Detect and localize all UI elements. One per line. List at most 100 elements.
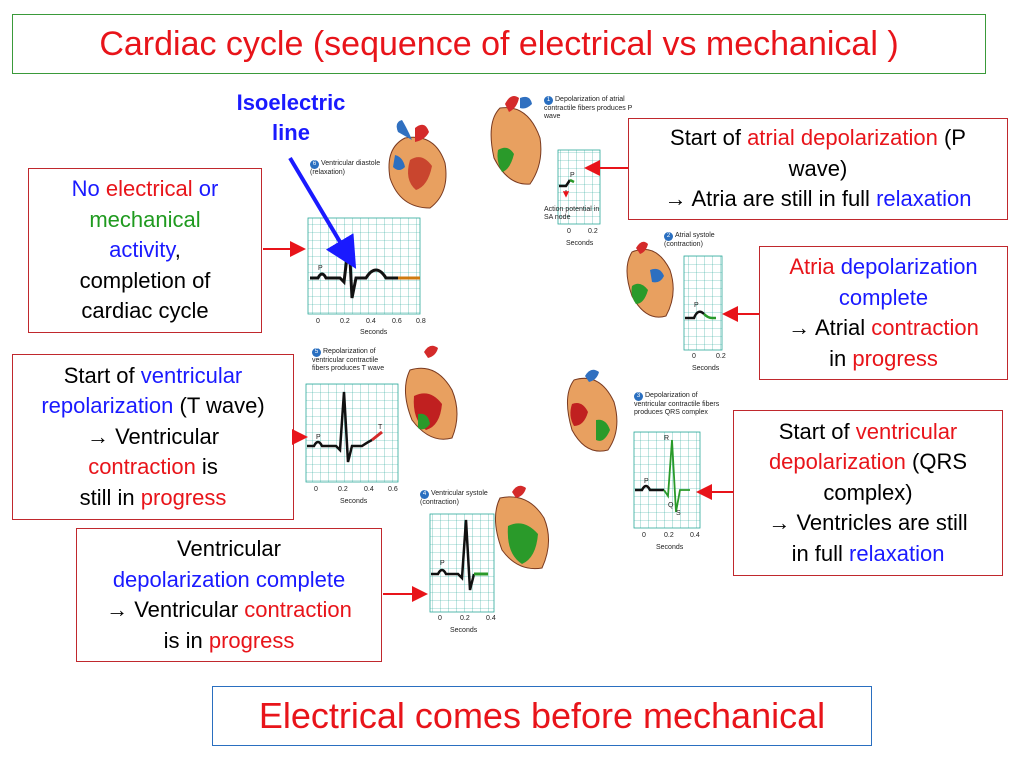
note-text-run: is — [195, 454, 218, 480]
heart-5-image — [405, 345, 458, 440]
note-text-run: activity — [109, 237, 175, 263]
note-line: complete — [760, 283, 1007, 314]
panel-6-tick-2: 0.4 — [366, 318, 376, 325]
panel-1-axis: Seconds — [566, 240, 594, 247]
panel-1-tick-0: 0 — [567, 228, 571, 235]
panel-4-p-label: P — [440, 560, 445, 567]
note-line: activity, — [29, 235, 261, 266]
note-ventricular-complete: Ventricular depolarization complete→ Vent… — [76, 528, 382, 662]
note-text-run: → Atrial — [788, 315, 872, 340]
note-text-run: mechanical — [89, 206, 201, 232]
note-line: Start of ventricular — [734, 417, 1002, 448]
panel-5-tick-1: 0.2 — [338, 486, 348, 493]
note-text-run: progress — [208, 627, 295, 653]
note-line: → Ventricular — [13, 422, 293, 453]
connector-arrows — [263, 156, 759, 602]
note-text-run: Start of — [670, 125, 748, 151]
note-line: complex) — [734, 478, 1002, 509]
panel-6-tick-4: 0.8 — [416, 318, 426, 325]
panel-1-sub-label: Action potential in SA node — [544, 206, 600, 221]
panel-6-ecg — [307, 217, 421, 315]
note-line: mechanical — [29, 205, 261, 236]
panel-5-t-label: T — [378, 424, 383, 431]
panel-3-axis: Seconds — [656, 544, 684, 551]
panel-1-p-label: P — [570, 172, 575, 179]
panel-4-axis: Seconds — [450, 627, 478, 634]
panel-6-tick-0: 0 — [316, 318, 320, 325]
heart-1-image — [490, 96, 542, 185]
heart-4-image — [495, 485, 549, 570]
panel-3-s-label: S — [676, 510, 681, 517]
note-text-run: cardiac cycle — [81, 298, 209, 324]
note-text-run: complex) — [823, 479, 913, 505]
note-text-run: repolarization — [41, 393, 174, 419]
note-line: Start of ventricular — [13, 361, 293, 392]
note-text-run: Atria — [789, 254, 841, 279]
note-text-run: depolarization — [768, 449, 906, 475]
note-text-run: completion of — [79, 267, 211, 293]
note-line: repolarization (T wave) — [13, 391, 293, 422]
note-text-run: in full — [791, 540, 850, 566]
note-line: still in progress — [13, 483, 293, 514]
note-text-run: relaxation — [876, 186, 972, 212]
panel-3-tick-2: 0.4 — [690, 532, 700, 539]
note-text-run: relaxation — [849, 540, 945, 566]
panel-3-p-label: P — [644, 478, 649, 485]
panel-3-tick-0: 0 — [642, 532, 646, 539]
panel-6-tick-3: 0.6 — [392, 318, 402, 325]
panel-2-p-label: P — [694, 302, 699, 309]
panel-6-axis: Seconds — [360, 329, 388, 336]
heart-2-image — [626, 241, 674, 318]
note-text-run: Ventricular — [177, 536, 281, 561]
note-line: → Ventricular contraction — [77, 595, 381, 626]
note-line: in progress — [760, 344, 1007, 375]
note-text-run: complete — [838, 284, 929, 310]
note-text-run: progress — [140, 484, 227, 510]
note-line: contraction is — [13, 452, 293, 483]
panel-5-ecg — [305, 383, 399, 483]
panel-6-p-label: P — [318, 265, 323, 272]
note-line: Start of atrial depolarization (P — [629, 123, 1007, 154]
heart-3-image — [567, 369, 618, 452]
note-text-run: Start of — [778, 418, 856, 444]
panel-6-tick-1: 0.2 — [340, 318, 350, 325]
panel-5-axis: Seconds — [340, 498, 368, 505]
page-title: Cardiac cycle (sequence of electrical vs… — [12, 14, 986, 74]
note-text-run: → Ventricular — [106, 597, 245, 622]
note-text-run: ventricular — [140, 362, 243, 388]
panel-5-tick-3: 0.6 — [388, 486, 398, 493]
note-line: → Ventricles are still — [734, 508, 1002, 539]
note-text-run: (P — [937, 125, 966, 151]
panel-3-ecg — [633, 431, 701, 529]
panel-2-axis: Seconds — [692, 365, 720, 372]
note-text-run: (T wave) — [173, 393, 265, 419]
note-line: wave) — [629, 154, 1007, 185]
note-text-run: wave) — [788, 155, 848, 181]
panel-4-tick-0: 0 — [438, 615, 442, 622]
footer-conclusion: Electrical comes before mechanical — [212, 686, 872, 746]
note-text-run: → Ventricles are still — [768, 510, 968, 536]
note-text-run: still in — [79, 484, 141, 510]
panel-3-q-label: Q — [668, 502, 674, 509]
panel-5-tick-2: 0.4 — [364, 486, 374, 493]
panel-4-tick-1: 0.2 — [460, 615, 470, 622]
note-text-run: is in — [163, 627, 209, 653]
note-line: depolarization complete — [77, 565, 381, 596]
note-text-run: Start of — [63, 362, 141, 388]
panel-5-tick-0: 0 — [314, 486, 318, 493]
panel-2-tick-0: 0 — [692, 353, 696, 360]
panel-2-ecg — [683, 255, 723, 351]
note-line: → Atria are still in full relaxation — [629, 184, 1007, 215]
note-line: Ventricular — [77, 534, 381, 565]
panel-4-ecg — [429, 513, 495, 613]
